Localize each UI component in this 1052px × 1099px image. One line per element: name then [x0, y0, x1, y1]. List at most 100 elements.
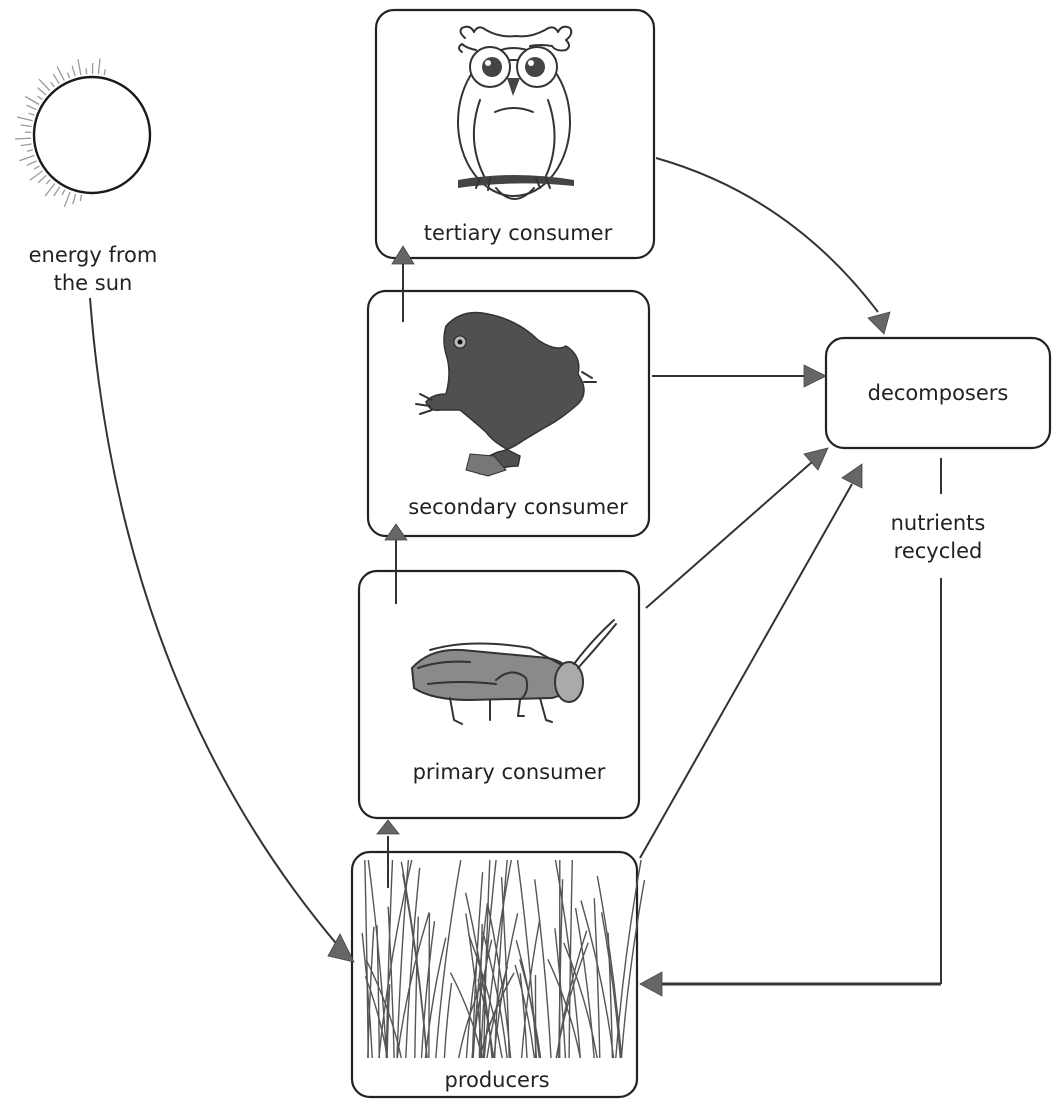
grass-blade	[424, 937, 447, 1059]
sun-ray	[20, 143, 32, 147]
grass-blade	[494, 859, 508, 1059]
grass-blade	[519, 959, 542, 1059]
grass-blade	[478, 923, 483, 1059]
grass-blade	[405, 867, 421, 1059]
grass-blade	[593, 898, 601, 1059]
arrow-producers-to-decomposers	[639, 463, 863, 859]
grass-blade	[478, 974, 514, 1059]
sun-ray	[53, 186, 61, 197]
sun-ray	[103, 69, 106, 76]
sun-ray	[56, 66, 65, 81]
sun-ray	[45, 179, 51, 185]
grass-blade	[620, 879, 646, 1059]
grass-blade	[555, 930, 588, 1059]
grass-blade	[520, 919, 541, 1059]
sun-ray	[26, 160, 37, 167]
secondary-consumer-label: secondary consumer	[408, 495, 628, 519]
sun-ray	[15, 137, 32, 140]
decomposers-box	[824, 336, 1052, 450]
grass-blade	[420, 921, 436, 1059]
arrow-primary-to-secondary	[384, 523, 408, 604]
owl-icon	[457, 25, 574, 200]
arrow-secondary-to-tertiary	[391, 245, 415, 322]
sun-ray	[24, 95, 40, 106]
sun-ray	[37, 174, 47, 184]
sun-ray	[52, 73, 60, 84]
sun-label-line2: the sun	[54, 271, 133, 295]
nutrients-label-line2: recycled	[894, 539, 983, 563]
sun-ray	[38, 78, 51, 92]
sun-ray	[29, 170, 44, 181]
grass-blade	[385, 859, 394, 1059]
sun-ray	[19, 154, 35, 162]
sun-ray	[44, 182, 56, 197]
sun-ray	[37, 95, 43, 101]
grass-blade	[580, 900, 615, 1059]
grasshopper-icon	[410, 619, 617, 725]
sun-ray	[66, 72, 71, 79]
grass-blade	[465, 956, 479, 1059]
grass-blade	[396, 859, 410, 1059]
sun-ray	[71, 65, 76, 77]
arrow-nutrients-to-producers	[639, 458, 942, 997]
grass-blade	[615, 859, 642, 1059]
grass-blade	[563, 942, 598, 1059]
grass-blade	[387, 906, 395, 1059]
grass-blade	[435, 859, 462, 1059]
sun-icon	[15, 58, 152, 208]
grass-blade	[596, 875, 623, 1059]
producers-label: producers	[444, 1068, 549, 1092]
tertiary-consumer-label: tertiary consumer	[424, 221, 613, 245]
primary-consumer-label: primary consumer	[413, 760, 606, 784]
grass-blade	[414, 916, 419, 1059]
grass-blade	[472, 903, 489, 1059]
sun-ray	[61, 189, 66, 196]
grass-blade	[534, 879, 552, 1059]
grass-blade	[600, 912, 621, 1059]
arrow-sun-to-producers	[89, 297, 355, 963]
sun-ray	[50, 81, 55, 88]
grass-blade	[428, 912, 431, 1059]
arrow-secondary-to-decomposers	[652, 364, 827, 388]
grass-blade	[376, 925, 380, 1059]
sun-ray	[37, 87, 47, 96]
grass-blade	[365, 959, 402, 1059]
sun-ray	[26, 104, 37, 111]
sun-ray	[77, 59, 82, 76]
grass-blade	[574, 907, 595, 1059]
grass-blade	[519, 973, 528, 1059]
grass-blade	[400, 861, 428, 1059]
grass-icon	[361, 859, 646, 1059]
grass-blade	[516, 859, 538, 1059]
grass-blade	[568, 859, 573, 1059]
sun-ray	[79, 194, 83, 202]
grass-blade	[547, 959, 581, 1059]
frog-icon	[415, 311, 597, 477]
sun-ray	[72, 193, 77, 205]
grass-blade	[386, 984, 391, 1059]
sun-ray	[26, 149, 33, 152]
grass-blade	[443, 982, 453, 1059]
sun-ray	[16, 116, 33, 122]
nutrients-label-line1: nutrients	[891, 511, 986, 535]
sun-ray	[85, 68, 88, 75]
grass-blade	[514, 964, 536, 1059]
sun-ray	[63, 191, 71, 208]
producers-box	[350, 850, 639, 1099]
arrow-tertiary-to-decomposers	[655, 157, 891, 335]
grass-blade	[468, 934, 503, 1059]
decomposers-label: decomposers	[868, 381, 1009, 405]
arrow-primary-to-decomposers	[645, 447, 829, 609]
sun-ray	[28, 112, 35, 116]
sun-ray	[20, 124, 32, 128]
grass-blade	[500, 877, 510, 1059]
grass-blade	[367, 859, 388, 1059]
grass-blade	[361, 932, 373, 1059]
sun-label-line1: energy from	[29, 243, 158, 267]
sun-ray	[33, 165, 40, 170]
sun-ray	[97, 58, 101, 75]
grass-blade	[364, 859, 369, 1059]
grass-blade	[479, 859, 497, 1059]
arrow-producers-to-primary	[376, 819, 400, 888]
